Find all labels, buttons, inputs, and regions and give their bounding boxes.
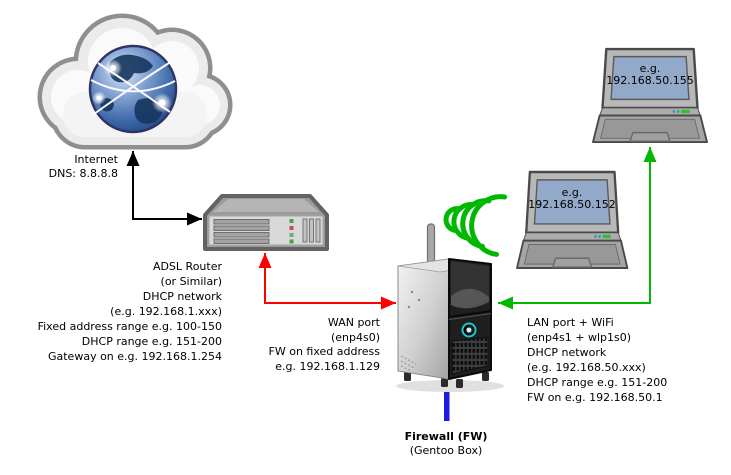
adsl-router-icon [203,194,329,251]
wan-label-line: FW on fixed address [268,345,380,358]
adsl-router-label: ADSL Router (or Similar) DHCP network (e… [38,259,222,364]
laptop-lan-screen-label: e.g. 192.168.50.155 [600,63,700,87]
adsl-label-line: DHCP range e.g. 151-200 [81,335,222,348]
link-internet-router [126,151,202,226]
laptop-lan-screen-line: e.g. [639,62,661,75]
adsl-label-line: (or Similar) [160,275,222,288]
adsl-label-line: ADSL Router [152,260,222,273]
internet-label-line: Internet [74,153,118,166]
laptop-wifi-screen-label: e.g. 192.168.50.152 [522,187,622,211]
firewall-icon [396,223,504,392]
lan-label-line: DHCP network [527,346,607,359]
firewall-pointer-bar [444,392,450,421]
wan-label-line: WAN port [327,316,380,329]
internet-label: Internet DNS: 8.8.8.8 [49,153,118,181]
adsl-label-line: Gateway on e.g. 192.168.1.254 [47,350,222,363]
internet-dns-line: DNS: 8.8.8.8 [48,167,118,180]
laptop-wifi-screen-line: e.g. [561,186,583,199]
link-router-firewall-wan [258,253,396,310]
link-firewall-laptop-lan [498,147,657,310]
wan-port-label: WAN port (enp4s0) FW on fixed address e.… [269,316,380,374]
firewall-label: Firewall (FW) (Gentoo Box) [366,430,526,458]
internet-cloud-icon [37,13,233,150]
wan-label-line: (enp4s0) [330,330,380,344]
lan-label-line: FW on e.g. 192.168.50.1 [527,391,663,404]
lan-label-line: (e.g. 192.168.50.xxx) [527,361,646,374]
lan-port-label: LAN port + WiFi (enp4s1 + wlp1s0) DHCP n… [527,315,667,405]
globe-icon [88,44,178,134]
lan-label-line: (enp4s1 + wlp1s0) [527,331,632,344]
adsl-label-line: (e.g. 192.168.1.xxx) [110,305,222,318]
adsl-label-line: DHCP network [142,290,222,303]
power-button [461,322,477,338]
laptop-wifi-screen-line: 192.168.50.152 [528,198,616,211]
wan-label-line: e.g. 192.168.1.129 [275,359,380,373]
laptop-lan-screen-line: 192.168.50.155 [606,74,694,87]
adsl-label-line: Fixed address range e.g. 100-150 [37,320,222,333]
router-led-lights [289,219,294,244]
wifi-waves-icon [443,194,508,257]
firewall-title: Firewall (FW) [404,430,488,443]
lan-label-line: LAN port + WiFi [527,316,614,329]
firewall-subtitle: (Gentoo Box) [409,444,483,457]
wifi-antenna [426,223,436,267]
vent-grille [451,336,489,375]
lan-label-line: DHCP range e.g. 151-200 [527,376,668,389]
